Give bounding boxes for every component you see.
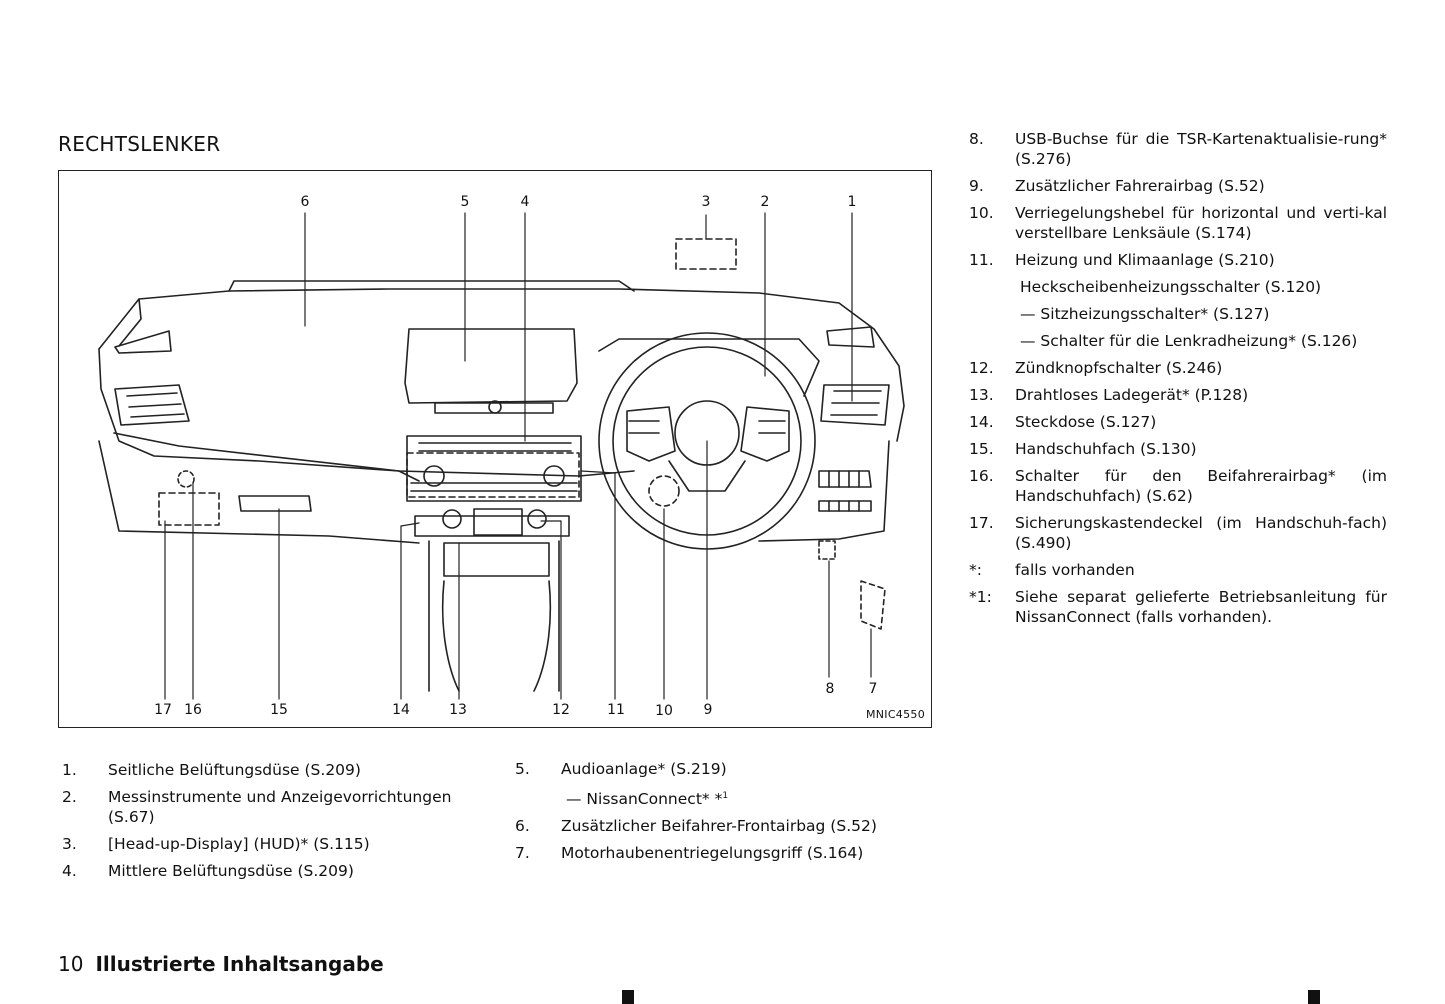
list-item: 7. Motorhaubenentriegelungsgriff (S.164) xyxy=(515,843,915,863)
callout-13: 13 xyxy=(449,702,467,718)
list-item: 9. Zusätzlicher Fahrerairbag (S.52) xyxy=(969,176,1387,196)
list-item: 10. Verriegelungshebel für horizontal und… xyxy=(969,203,1387,243)
footnote-marker: 1 xyxy=(722,791,729,801)
callout-9: 9 xyxy=(703,702,713,718)
item-number: 4. xyxy=(62,862,77,880)
item-text: Verriegelungshebel für horizontal und ve… xyxy=(1015,204,1387,242)
item-number: 11. xyxy=(969,251,994,269)
item-text: Zusätzlicher Fahrerairbag (S.52) xyxy=(1015,177,1265,195)
callout-8: 8 xyxy=(825,681,835,697)
item-number: 15. xyxy=(969,440,994,458)
figure-id: MNIC4550 xyxy=(865,708,925,721)
crop-mark xyxy=(1308,990,1320,1004)
item-text: Zusätzlicher Beifahrer-Frontairbag (S.52… xyxy=(561,817,877,836)
callout-1: 1 xyxy=(847,194,857,210)
list-item: *1: Siehe separat gelieferte Betriebsanle… xyxy=(969,587,1387,627)
item-number: 2. xyxy=(62,788,77,806)
list-item: 15. Handschuhfach (S.130) xyxy=(969,439,1387,459)
list-item: *: falls vorhanden xyxy=(969,560,1387,580)
list-item: 17. Sicherungskastendeckel (im Handschuh-… xyxy=(969,513,1387,553)
item-number: 13. xyxy=(969,386,994,404)
list-item: 3. [Head-up-Display] (HUD)* (S.115) xyxy=(62,834,482,854)
item-number: 16. xyxy=(969,467,994,485)
callout-16: 16 xyxy=(184,702,202,718)
crop-mark xyxy=(622,990,634,1004)
list-item: 8. USB-Buchse für die TSR-Kartenaktualisi… xyxy=(969,129,1387,169)
item-text: Schalter für den Beifahrerairbag* (im Ha… xyxy=(1015,467,1387,505)
item-text: [Head-up-Display] (HUD)* (S.115) xyxy=(108,835,370,853)
list-item: 11. Heizung und Klimaanlage (S.210) xyxy=(969,250,1387,270)
item-number: 10. xyxy=(969,204,994,222)
item-text: falls vorhanden xyxy=(1015,561,1135,579)
item-number: 5. xyxy=(515,760,530,778)
item-text: Handschuhfach (S.130) xyxy=(1015,440,1197,458)
item-number: 6. xyxy=(515,817,530,836)
item-text: Motorhaubenentriegelungsgriff (S.164) xyxy=(561,844,864,863)
callout-14: 14 xyxy=(392,702,410,718)
item-text: Heizung und Klimaanlage (S.210) xyxy=(1015,251,1275,269)
item-text: — Sitzheizungsschalter* (S.127) xyxy=(1020,305,1270,323)
legend-list-bottom-left: 1. Seitliche Belüftungsdüse (S.209) 2. Mes… xyxy=(62,760,482,888)
list-subitem: — Schalter für die Lenkradheizung* (S.12… xyxy=(969,331,1387,351)
callout-5: 5 xyxy=(460,194,470,210)
item-text: — NissanConnect* * xyxy=(566,790,723,809)
list-subitem: — Sitzheizungsschalter* (S.127) xyxy=(969,304,1387,324)
list-item: 13. Drahtloses Ladegerät* (P.128) xyxy=(969,385,1387,405)
item-text: Audioanlage* (S.219) xyxy=(561,760,727,778)
section-title: RECHTSLENKER xyxy=(58,132,221,156)
dashboard-line-drawing xyxy=(98,212,905,700)
list-item: 6. Zusätzlicher Beifahrer-Frontairbag (S.… xyxy=(515,816,915,836)
item-text: Drahtloses Ladegerät* (P.128) xyxy=(1015,386,1249,404)
item-number: 1. xyxy=(62,761,77,779)
item-text: Seitliche Belüftungsdüse (S.209) xyxy=(108,761,361,779)
item-number: 12. xyxy=(969,359,994,377)
item-text: Zündknopfschalter (S.246) xyxy=(1015,359,1223,377)
callout-3: 3 xyxy=(701,194,711,210)
legend-list-right: 8. USB-Buchse für die TSR-Kartenaktualisi… xyxy=(969,129,1387,634)
footer-title: Illustrierte Inhaltsangabe xyxy=(95,952,384,976)
item-number: 17. xyxy=(969,514,994,532)
list-item: 5. Audioanlage* (S.219) xyxy=(515,759,915,779)
item-number: 8. xyxy=(969,130,984,148)
page-number: 10 xyxy=(58,952,84,976)
item-text: Messinstrumente und Anzeigevorrichtungen… xyxy=(108,788,452,826)
item-text: USB-Buchse für die TSR-Kartenaktualisie-… xyxy=(1015,130,1387,168)
list-item: 14. Steckdose (S.127) xyxy=(969,412,1387,432)
item-number: 14. xyxy=(969,413,994,431)
callout-10: 10 xyxy=(655,703,673,719)
item-text: Heckscheibenheizungsschalter (S.120) xyxy=(1020,278,1322,296)
item-number: *1: xyxy=(969,588,992,606)
list-item: 4. Mittlere Belüftungsdüse (S.209) xyxy=(62,861,482,881)
item-number: *: xyxy=(969,561,982,579)
callout-4: 4 xyxy=(520,194,530,210)
callout-2: 2 xyxy=(760,194,770,210)
item-number: 3. xyxy=(62,835,77,853)
dashboard-illustration: 6 5 4 3 2 1 17 16 15 14 13 12 11 10 9 8 … xyxy=(58,170,932,728)
list-item: 12. Zündknopfschalter (S.246) xyxy=(969,358,1387,378)
callout-17: 17 xyxy=(154,702,172,718)
item-number: 9. xyxy=(969,177,984,195)
list-item: 2. Messinstrumente und Anzeigevorrichtung… xyxy=(62,787,482,827)
callout-15: 15 xyxy=(270,702,288,718)
legend-list-bottom-mid: 5. Audioanlage* (S.219) — NissanConnect* … xyxy=(515,759,915,870)
item-text: — Schalter für die Lenkradheizung* (S.12… xyxy=(1020,332,1358,350)
item-text: Steckdose (S.127) xyxy=(1015,413,1157,431)
list-item: 1. Seitliche Belüftungsdüse (S.209) xyxy=(62,760,482,780)
item-text: Sicherungskastendeckel (im Handschuh-fac… xyxy=(1015,514,1387,552)
list-subitem: Heckscheibenheizungsschalter (S.120) xyxy=(969,277,1387,297)
page-footer: 10 Illustrierte Inhaltsangabe xyxy=(58,952,384,976)
callout-6: 6 xyxy=(300,194,310,210)
item-text: Siehe separat gelieferte Betriebsanleitu… xyxy=(1015,588,1387,626)
callout-12: 12 xyxy=(552,702,570,718)
item-text: Mittlere Belüftungsdüse (S.209) xyxy=(108,862,354,880)
callout-7: 7 xyxy=(868,681,878,697)
callout-11: 11 xyxy=(607,702,625,718)
item-number: 7. xyxy=(515,844,530,863)
list-subitem: — NissanConnect* *1 xyxy=(515,786,915,809)
list-item: 16. Schalter für den Beifahrerairbag* (im… xyxy=(969,466,1387,506)
